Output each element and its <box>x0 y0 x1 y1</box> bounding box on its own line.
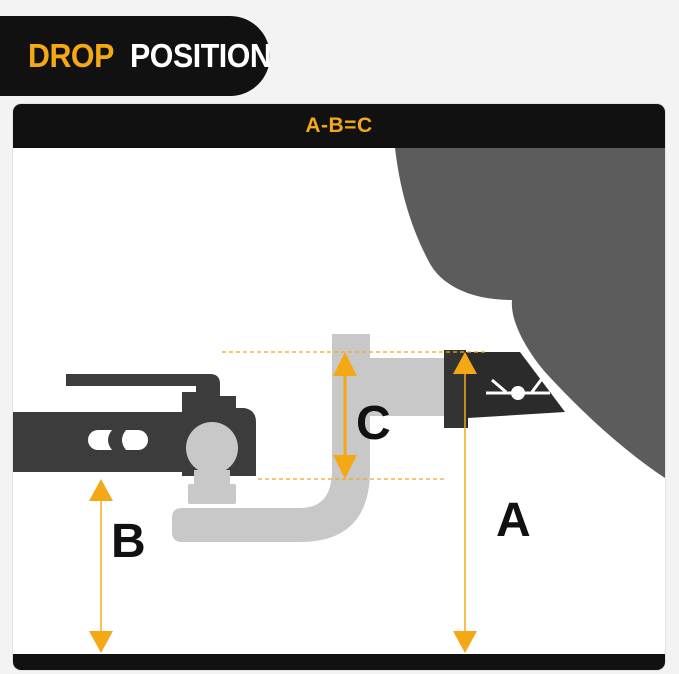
formula-text: A-B=C <box>305 114 373 137</box>
arrow-b <box>89 479 113 653</box>
reference-lines <box>222 351 488 480</box>
label-b: B <box>111 515 146 568</box>
hitch-ball <box>186 422 238 474</box>
hitch-ball-nut <box>188 484 236 504</box>
drop-hitch-mount <box>172 334 448 542</box>
label-a: A <box>496 494 531 547</box>
title-word-position: POSITION <box>130 37 272 74</box>
title-word-drop: DROP <box>28 37 114 74</box>
vehicle-bumper-shape <box>395 148 665 478</box>
title-badge: DROP POSITION <box>0 16 272 96</box>
formula-header: A-B=C <box>13 104 665 148</box>
ground-bar <box>13 654 665 670</box>
coupler-latch <box>66 374 236 408</box>
hitch-ball-shank <box>194 470 230 484</box>
label-c: C <box>356 397 391 450</box>
arrow-a <box>453 352 477 653</box>
arrow-c <box>333 352 357 479</box>
hitch-pin-icon <box>486 375 550 400</box>
